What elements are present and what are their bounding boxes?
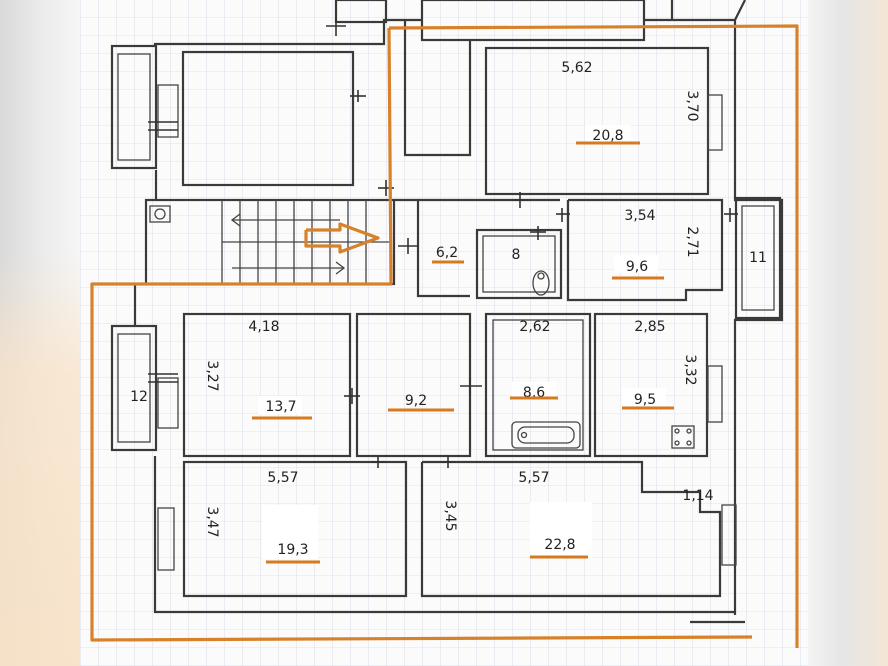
dim-bottom-left-width: 5,57	[267, 470, 298, 486]
plan-sheet	[80, 0, 808, 666]
dim-kitchen-width: 2,85	[634, 319, 665, 335]
apartment-boundary-top-right	[388, 24, 799, 648]
dim-top-room-height: 3,70	[684, 90, 700, 121]
room-living	[182, 312, 352, 458]
dim-top-room-width: 5,62	[561, 60, 592, 76]
dim-bed-top-width: 3,54	[624, 208, 655, 224]
area-balcony-left: 12	[130, 389, 148, 405]
apartment-boundary-left-bottom	[90, 27, 753, 642]
dim-bath-width: 2,62	[519, 319, 550, 335]
area-wc: 8	[512, 247, 521, 263]
dimension-labels: 5,62 3,70 3,54 2,71 4,18 3,27 2,62 2,85 …	[204, 60, 714, 538]
photo-edge-right	[808, 0, 888, 666]
area-bottom-left: 19,3	[277, 542, 308, 558]
dim-bottom-right-height: 3,45	[442, 500, 458, 531]
dim-bottom-left-height: 3,47	[204, 506, 220, 537]
wc-room	[475, 228, 563, 300]
balcony-upper-left	[110, 44, 158, 170]
area-top-room: 20,8	[592, 128, 623, 144]
walls	[110, 0, 784, 624]
top-strip-small	[334, 0, 388, 24]
dim-niche-width: 1,14	[682, 488, 713, 504]
area-balcony-right: 11	[749, 250, 767, 266]
area-living: 13,7	[265, 399, 296, 415]
room-bath	[484, 312, 592, 458]
room-bottom-right	[420, 460, 722, 598]
room-kitchen	[593, 312, 709, 458]
balcony-right	[734, 196, 782, 320]
top-strip-room	[420, 0, 646, 42]
dim-bed-top-height: 2,71	[684, 226, 700, 257]
entry-arrow-icon	[304, 222, 380, 254]
dim-bottom-right-width: 5,57	[518, 470, 549, 486]
room-bottom-left	[182, 460, 408, 598]
area-corridor: 9,2	[405, 393, 427, 409]
area-hall: 6,2	[436, 245, 458, 261]
dim-living-height: 3,27	[204, 360, 220, 391]
area-bed-top: 9,6	[626, 259, 648, 275]
area-labels: 20,8 6,2 8 9,6 11 12 13,7 9,2 8,6 9,5 19…	[130, 125, 767, 564]
dim-living-width: 4,18	[248, 319, 279, 335]
room-corridor	[355, 312, 472, 458]
room-top-large	[484, 46, 710, 196]
photo-edge-left	[0, 0, 80, 666]
door-marks	[148, 18, 738, 468]
area-bottom-right: 22,8	[544, 537, 575, 553]
area-kitchen: 9,5	[634, 392, 656, 408]
room-upper-left	[181, 50, 355, 187]
dim-kitchen-height: 3,32	[682, 354, 698, 385]
